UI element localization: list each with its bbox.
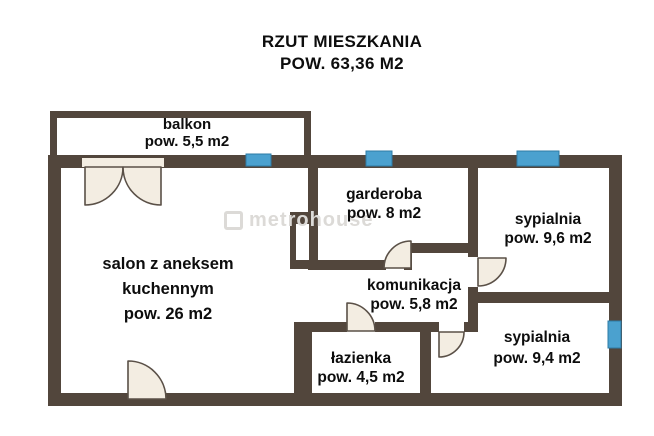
- room-label-salon: salon z aneksem kuchennym pow. 26 m2: [102, 252, 233, 327]
- wall-between-bedrooms: [478, 292, 609, 303]
- wall-stub-bedroom-door: [464, 322, 478, 332]
- room-area: pow. 5,5 m2: [144, 132, 230, 150]
- page-title: RZUT MIESZKANIA POW. 63,36 M2: [262, 31, 422, 75]
- door-arc-entrance-icon: [127, 360, 167, 400]
- balcony-door-frame: [82, 158, 164, 167]
- room-name: łazienka: [330, 350, 392, 367]
- room-label-garderoba: garderoba pow. 8 m2: [346, 185, 422, 223]
- room-area: pow. 26 m2: [123, 305, 213, 323]
- wall-right: [609, 155, 622, 406]
- window-sypialnia-dolna-icon: [607, 320, 622, 349]
- watermark: metrohouse: [224, 209, 373, 232]
- title-line2: POW. 63,36 M2: [280, 54, 404, 73]
- door-arc-balkon-left-icon: [84, 166, 124, 206]
- window-balkon-icon: [245, 153, 272, 167]
- wall-salon-lazienka: [294, 322, 312, 393]
- window-garderoba-icon: [365, 150, 393, 167]
- wall-komunikacja-right: [468, 287, 478, 332]
- room-name: kuchennym: [122, 280, 214, 298]
- room-label-lazienka: łazienka pow. 4,5 m2: [317, 349, 404, 387]
- balcony-wall-right: [304, 111, 311, 159]
- window-sypialnia-gorna-icon: [516, 150, 560, 167]
- door-arc-sypialnia-dolna-icon: [438, 331, 465, 358]
- shaft-niche: [296, 224, 309, 260]
- wall-lazienka-right: [420, 332, 431, 393]
- wall-garderoba-sypialnia: [468, 168, 478, 257]
- door-arc-balkon-right-icon: [122, 166, 162, 206]
- watermark-logo-icon: [224, 211, 243, 230]
- wall-garderoba-bottom-right: [408, 243, 478, 253]
- balcony-wall-top: [50, 111, 311, 118]
- door-arc-sypialnia-gorna-icon: [477, 257, 507, 287]
- wall-lazienka-top-left: [294, 322, 347, 332]
- room-label-sypialnia-gorna: sypialnia pow. 9,6 m2: [504, 210, 591, 248]
- room-label-komunikacja: komunikacja pow. 5,8 m2: [367, 276, 461, 314]
- room-name: sypialnia: [503, 329, 571, 346]
- room-name: balkon: [162, 116, 212, 133]
- room-name: komunikacja: [367, 277, 461, 294]
- watermark-text: metrohouse: [249, 209, 374, 231]
- room-area: pow. 4,5 m2: [317, 369, 405, 386]
- room-area: pow. 9,6 m2: [504, 230, 592, 247]
- wall-lazienka-top-right: [375, 322, 439, 332]
- wall-garderoba-bottom-left: [308, 260, 386, 270]
- room-name: garderoba: [346, 186, 422, 203]
- door-arc-garderoba-icon: [383, 240, 412, 269]
- room-name: sypialnia: [514, 211, 582, 228]
- balcony-wall-left: [50, 111, 57, 159]
- wall-top: [48, 155, 622, 168]
- room-label-balkon: balkon pow. 5,5 m2: [144, 116, 230, 150]
- room-label-sypialnia-dolna: sypialnia pow. 9,4 m2: [493, 327, 580, 369]
- title-line1: RZUT MIESZKANIA: [261, 32, 423, 51]
- room-area: pow. 8 m2: [346, 205, 422, 222]
- wall-bottom: [48, 393, 622, 406]
- room-area: pow. 9,4 m2: [493, 350, 581, 367]
- room-area: pow. 5,8 m2: [370, 296, 458, 313]
- wall-left: [48, 155, 61, 406]
- door-arc-lazienka-icon: [346, 302, 376, 332]
- room-name: salon z aneksem: [102, 255, 234, 273]
